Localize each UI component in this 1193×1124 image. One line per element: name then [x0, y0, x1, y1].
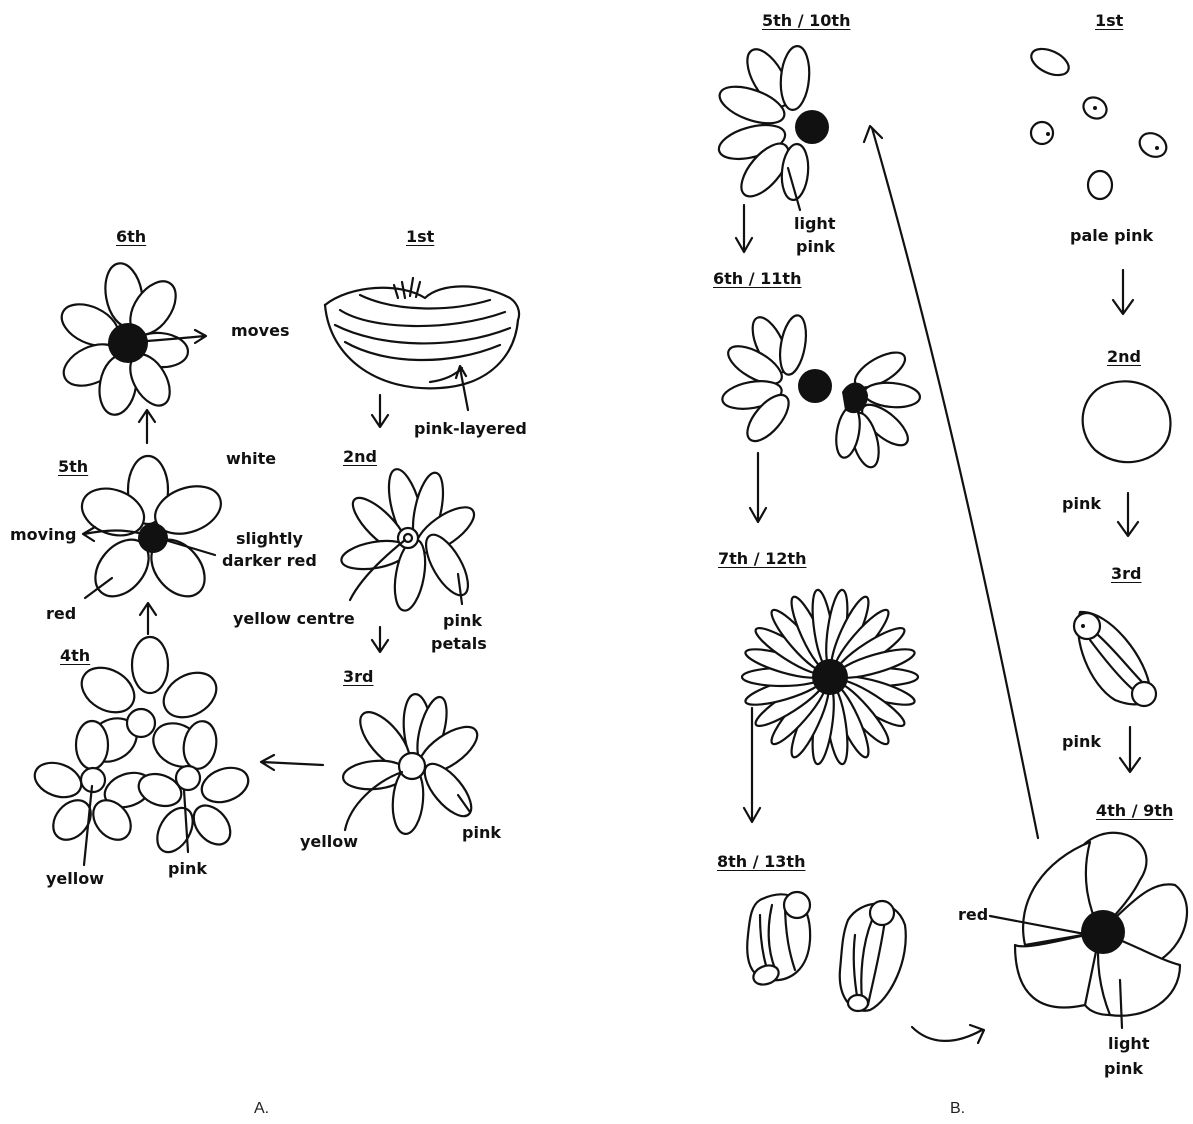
b-stage8-buds	[747, 892, 906, 1011]
daisy-centre	[812, 659, 848, 695]
a-label-yellow-3rd: yellow	[300, 831, 358, 853]
b-stage2-bud	[1083, 381, 1171, 462]
a-step-6th: 6th	[116, 226, 146, 248]
b-label-pink-2nd: pink	[1062, 493, 1101, 515]
b-label-light-4th: light	[1108, 1033, 1149, 1055]
b-arrow-6-7	[750, 453, 766, 522]
b-step-7th-12th: 7th / 12th	[718, 548, 806, 570]
a-label-pink-petals-1: pink	[443, 610, 482, 632]
a-label-pink-petals-2: petals	[431, 633, 487, 655]
b-arrow-4-5-loop	[864, 126, 1038, 838]
a-label-white: white	[226, 448, 276, 470]
a-label-yellow-centre: yellow centre	[233, 608, 355, 630]
a-step-3rd: 3rd	[343, 666, 373, 688]
a-stage1-bud	[325, 278, 519, 388]
b-stage7-daisy	[742, 589, 918, 766]
b-label-light-5th: light	[794, 213, 835, 235]
a-label-pink-layered: pink-layered	[414, 418, 527, 440]
b-step-6th-11th: 6th / 11th	[713, 268, 801, 290]
b-label-red: red	[958, 904, 988, 926]
a-arrow-4-5	[140, 603, 156, 634]
a-stage4-cluster	[30, 637, 253, 858]
b-arrow-5-6	[736, 205, 752, 252]
a-arrow-1-2	[372, 395, 388, 427]
a-step-2nd: 2nd	[343, 446, 377, 468]
a-label-pink-4th: pink	[168, 858, 207, 880]
b-arrow-2-3	[1118, 493, 1138, 536]
b-label-pink-3rd: pink	[1062, 731, 1101, 753]
a-arrow-3-4	[261, 755, 323, 770]
a-step-4th: 4th	[60, 645, 90, 667]
b-step-4th-9th: 4th / 9th	[1096, 800, 1173, 822]
a-label-red: red	[46, 603, 76, 625]
panel-b-caption: B.	[950, 1100, 965, 1118]
b-stage3-bud	[1074, 612, 1156, 706]
b-stage1-spots	[1027, 44, 1170, 199]
panel-a-caption: A.	[254, 1100, 269, 1118]
a-leader-pink-layered	[456, 366, 468, 410]
a-stage3-flower	[342, 693, 485, 835]
b-step-5th-10th: 5th / 10th	[762, 10, 850, 32]
b-arrow-8-4	[912, 1025, 984, 1043]
a-arrow-5-6	[139, 410, 155, 443]
b-label-pale-pink: pale pink	[1070, 225, 1153, 247]
a-label-slightly: slightly	[236, 528, 303, 550]
a-step-5th: 5th	[58, 456, 88, 478]
b-step-2nd: 2nd	[1107, 346, 1141, 368]
a-label-yellow-4th: yellow	[46, 868, 104, 890]
a-label-darker-red: darker red	[222, 550, 317, 572]
b-stage5-flower	[715, 43, 829, 204]
b-step-1st: 1st	[1095, 10, 1123, 32]
a-label-moves: moves	[231, 320, 289, 342]
b-arrow-3-4	[1120, 727, 1140, 772]
b-label-pink-5th: pink	[796, 236, 835, 258]
a-label-pink-3rd: pink	[462, 822, 501, 844]
b-arrow-1-2	[1113, 270, 1133, 314]
b-step-3rd: 3rd	[1111, 563, 1141, 585]
b-stage4-flower	[1015, 833, 1187, 1016]
b-stage6-flowers	[720, 312, 921, 470]
b-label-pink-4th: pink	[1104, 1058, 1143, 1080]
a-step-1st: 1st	[406, 226, 434, 248]
a-label-moving: moving	[10, 524, 76, 546]
b-step-8th-13th: 8th / 13th	[717, 851, 805, 873]
a-arrow-2-3	[372, 627, 388, 652]
